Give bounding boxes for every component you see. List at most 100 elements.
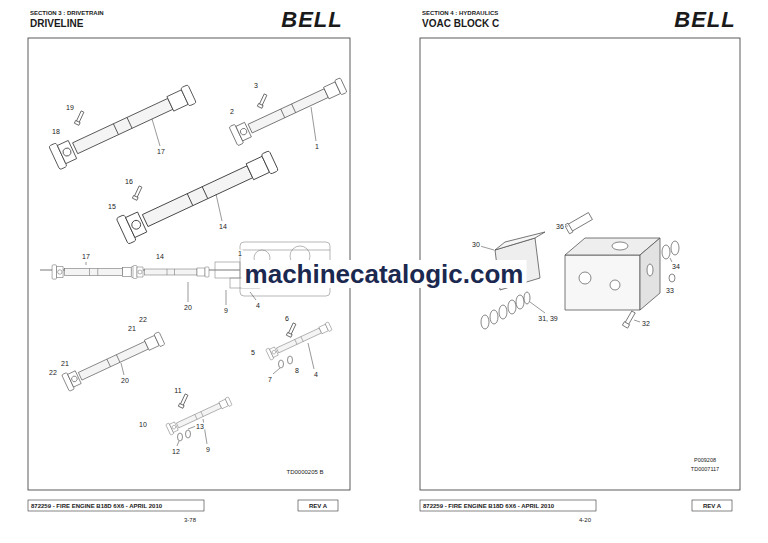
drawing-shape xyxy=(495,232,545,250)
page-number: 3-78 xyxy=(184,517,196,523)
drawing-shape xyxy=(565,238,660,310)
callout-number: 33 xyxy=(665,287,675,294)
drawing-shape xyxy=(669,274,675,282)
drawing-shape xyxy=(279,360,284,368)
watermark: machinecatalogic.com xyxy=(242,260,527,288)
leader-line xyxy=(311,107,316,141)
drawing-shape xyxy=(662,245,670,259)
leader-line xyxy=(86,262,87,265)
callout-number: 18 xyxy=(51,128,61,135)
part-drawing xyxy=(74,111,84,126)
callout-number: 8 xyxy=(294,367,300,374)
page-number: 4-20 xyxy=(579,517,591,523)
brand-logo: BELL xyxy=(281,9,342,31)
drawing-shape xyxy=(215,262,240,278)
callout-number: 2 xyxy=(229,108,235,115)
callout-number: 34 xyxy=(671,263,681,270)
callout-number: 7 xyxy=(267,376,273,383)
callout-number: 17 xyxy=(156,148,166,155)
part-drawing xyxy=(133,266,209,279)
callout-number: 16 xyxy=(124,178,134,185)
part-drawing xyxy=(166,396,233,436)
callout-number: 21 xyxy=(127,325,137,332)
callout-number: 9 xyxy=(223,307,229,314)
callout-number: 1 xyxy=(314,143,320,150)
drawing-number: P009208 xyxy=(694,458,716,464)
callout-number: 1 xyxy=(237,250,243,257)
revision-label: REV A xyxy=(703,503,721,509)
drawing-shape xyxy=(516,295,524,309)
part-drawing xyxy=(178,394,188,409)
callout-number: 21 xyxy=(60,360,70,367)
callout-number: 20 xyxy=(183,304,193,311)
part-drawing xyxy=(257,94,267,109)
footer-document-title: 872259 - FIRE ENGINE B18D 6X6 - APRIL 20… xyxy=(31,503,162,509)
brand-logo: BELL xyxy=(674,9,735,31)
drawing-shape xyxy=(640,238,660,310)
callout-number: 5 xyxy=(250,349,256,356)
drawing-shape xyxy=(565,223,573,234)
callout-number: 30 xyxy=(471,241,481,248)
part-drawing xyxy=(229,76,348,146)
drawing-shape xyxy=(579,272,591,284)
drawing-shape xyxy=(565,212,593,234)
drawing-shape xyxy=(420,500,596,511)
drawing-shape xyxy=(565,255,640,310)
drawing-shape xyxy=(647,264,653,276)
part-drawing xyxy=(49,82,198,170)
callout-number: 36 xyxy=(555,223,565,230)
section-heading: SECTION 3 : DRIVETRAIN xyxy=(30,10,104,16)
drawing-number: TD0007117 xyxy=(691,467,719,473)
page-title: DRIVELINE xyxy=(30,19,83,29)
leader-line xyxy=(121,363,124,375)
leader-line xyxy=(152,119,160,146)
callout-number: 13 xyxy=(195,423,205,430)
callout-number: 9 xyxy=(205,446,211,453)
callout-number: 4 xyxy=(313,371,319,378)
drawing-shape xyxy=(481,292,530,329)
leader-line xyxy=(634,320,640,322)
part-drawing xyxy=(62,330,166,391)
leader-line xyxy=(308,343,314,369)
drawing-shape xyxy=(288,356,293,364)
leader-line xyxy=(226,290,227,305)
footer-document-title: 872259 - FIRE ENGINE B18D 6X6 - APRIL 20… xyxy=(423,503,554,509)
drawing-shape xyxy=(662,241,679,282)
part-drawing xyxy=(132,186,142,201)
drawing-shape xyxy=(612,242,628,250)
drawing-shape xyxy=(178,433,183,441)
callout-number: 17 xyxy=(81,253,91,260)
page-title: VOAC BLOCK C xyxy=(422,19,499,29)
part-drawing xyxy=(266,321,333,361)
leader-line xyxy=(530,302,545,313)
callout-number: 14 xyxy=(218,223,228,230)
drawing-shape xyxy=(622,322,629,328)
drawing-shape xyxy=(481,315,489,329)
callout-number: 20 xyxy=(120,377,130,384)
callout-number: 31, 39 xyxy=(537,315,558,322)
callout-number: 15 xyxy=(107,203,117,210)
leader-line xyxy=(177,441,179,446)
callout-number: 14 xyxy=(155,253,165,260)
drawing-shape xyxy=(28,500,204,511)
leader-line xyxy=(240,250,330,251)
part-drawing xyxy=(52,265,136,279)
drawing-shape xyxy=(524,292,530,304)
callout-number: 32 xyxy=(641,320,651,327)
drawing-shape xyxy=(692,500,732,511)
callout-number: 11 xyxy=(173,387,182,394)
section-heading: SECTION 4 : HYDRAULICS xyxy=(422,10,498,16)
callout-number: 4 xyxy=(255,302,261,309)
revision-label: REV A xyxy=(309,503,327,509)
drawing-shape xyxy=(508,300,516,314)
drawing-shape xyxy=(499,305,507,319)
drawing-shape xyxy=(610,280,620,290)
drawing-shape xyxy=(186,430,191,438)
callout-number: 6 xyxy=(284,315,290,322)
leader-line xyxy=(273,368,280,374)
drawing-shape xyxy=(622,310,636,328)
callout-number: 22 xyxy=(138,316,148,323)
callout-number: 19 xyxy=(65,104,75,111)
callout-number: 3 xyxy=(253,82,259,89)
